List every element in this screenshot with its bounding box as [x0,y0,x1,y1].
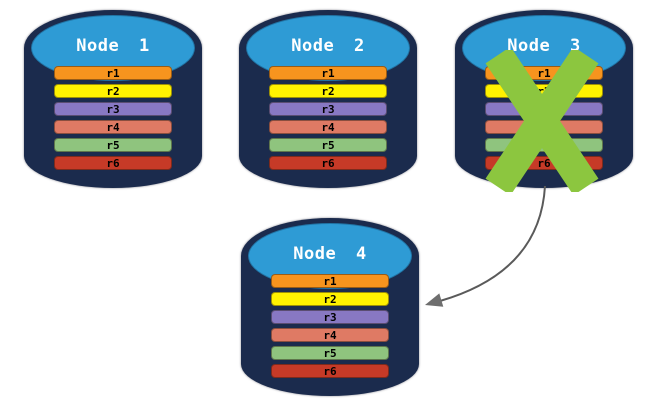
node-label: Node 2 [291,36,365,56]
replica-row-r6: r6 [269,156,387,170]
replica-rows: r1 r2 r3 r4 r5 r6 [271,274,389,378]
replica-row-r2: r2 [269,84,387,98]
replica-row-r4: r4 [54,120,172,134]
replica-row-r2: r2 [271,292,389,306]
replica-row-r3: r3 [271,310,389,324]
replica-row-r4: r4 [269,120,387,134]
replica-row-r6: r6 [54,156,172,170]
node-4-cylinder: Node 4 r1 r2 r3 r4 r5 r6 [241,218,419,396]
replica-rows: r1 r2 r3 r4 r5 r6 [54,66,172,170]
replica-row-r1: r1 [54,66,172,80]
replica-row-r1: r1 [269,66,387,80]
replica-row-r5: r5 [271,346,389,360]
replica-rows: r1 r2 r3 r4 r5 r6 [269,66,387,170]
replica-row-r5: r5 [269,138,387,152]
failure-cross-icon [485,50,599,192]
replica-row-r1: r1 [271,274,389,288]
node-1-cylinder: Node 1 r1 r2 r3 r4 r5 r6 [24,10,202,188]
node-label: Node 1 [76,36,150,56]
node-label: Node 4 [293,244,367,264]
node-label: Node 3 [507,36,581,56]
replica-row-r3: r3 [54,102,172,116]
replica-row-r5: r5 [54,138,172,152]
replica-row-r6: r6 [271,364,389,378]
replica-row-r4: r4 [271,328,389,342]
replica-row-r3: r3 [269,102,387,116]
replica-row-r2: r2 [54,84,172,98]
node-2-cylinder: Node 2 r1 r2 r3 r4 r5 r6 [239,10,417,188]
